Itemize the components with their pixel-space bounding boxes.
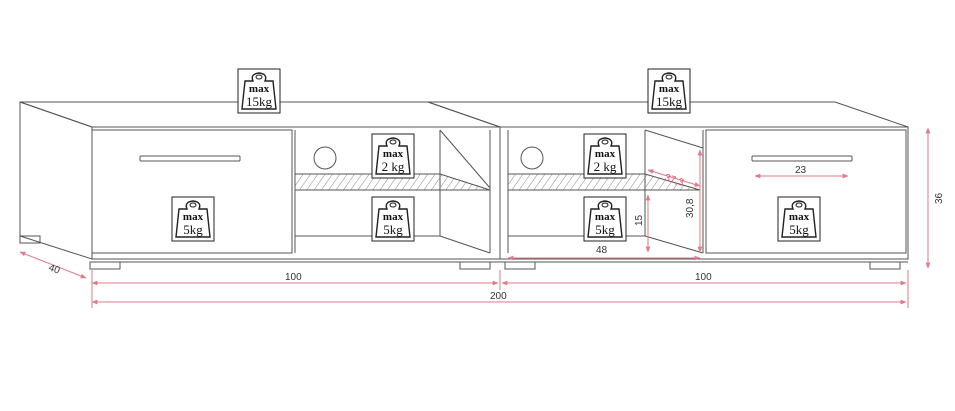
weight-icon <box>781 200 817 238</box>
foot-1 <box>89 261 121 270</box>
weight-icon-label-top: max <box>659 83 680 95</box>
weight-icon-handle-hole <box>601 202 609 208</box>
dim-left-width: 100 <box>285 272 302 283</box>
weight-icon-label-bottom: 15kg <box>656 94 683 109</box>
foot-4 <box>869 261 901 270</box>
dim-right-width: 100 <box>695 272 712 283</box>
dimension-labels: 40 100 100 200 36 23 37,3 30,8 15 48 <box>47 165 945 302</box>
right-drawer-handle <box>751 155 853 162</box>
cable-hole-left <box>313 146 337 170</box>
right-front-panel <box>499 126 909 260</box>
weight-icon-label-top: max <box>249 83 270 95</box>
left-drawer-front <box>91 129 293 254</box>
left-drawer-handle <box>139 155 241 162</box>
weight-icon-handle-hole <box>389 139 397 145</box>
cable-hole-right <box>520 146 544 170</box>
weight-icon <box>175 200 211 238</box>
foot-3 <box>504 261 536 270</box>
weight-icon-handle-hole <box>189 202 197 208</box>
weight-icon-label-bottom: 15kg <box>246 94 273 109</box>
weight-icon-label-top: max <box>595 148 616 160</box>
dim-niche-width: 48 <box>596 245 608 256</box>
weight-icon-label-top: max <box>595 211 616 223</box>
weight-icon-label-top: max <box>383 148 404 160</box>
weight-icon <box>587 200 623 238</box>
weight-icon-handle-hole <box>795 202 803 208</box>
weight-icon-handle-hole <box>665 74 673 80</box>
weight-icon-label-top: max <box>183 211 204 223</box>
left-side-panel <box>19 101 93 260</box>
weight-icon-label-bottom: 5kg <box>383 222 403 237</box>
foot-2 <box>459 261 491 270</box>
weight-icon-handle-hole <box>255 74 263 80</box>
dimension-lines <box>19 127 931 308</box>
left-front-panel <box>91 126 501 260</box>
weight-icon <box>375 137 411 175</box>
weight-icon-label-top: max <box>383 211 404 223</box>
dim-height: 36 <box>934 192 945 204</box>
dim-handle-width: 23 <box>795 165 807 176</box>
weight-icon-label-bottom: 5kg <box>789 222 809 237</box>
foot-5 <box>19 235 41 244</box>
weight-icon <box>587 137 623 175</box>
weight-icon <box>375 200 411 238</box>
weight-icon-label-bottom: 5kg <box>183 222 203 237</box>
dim-total-width: 200 <box>490 291 507 302</box>
dim-lower-height: 15 <box>634 214 645 226</box>
weight-icon-handle-hole <box>601 139 609 145</box>
dim-depth: 40 <box>47 262 62 276</box>
weight-icon-handle-hole <box>389 202 397 208</box>
right-drawer-front <box>705 129 907 254</box>
weight-icon <box>651 72 687 110</box>
weight-icon-label-bottom: 5kg <box>595 222 615 237</box>
weight-icon-label-bottom: 2 kg <box>594 159 617 174</box>
weight-icon-label-bottom: 2 kg <box>382 159 405 174</box>
dim-niche-height: 30,8 <box>685 198 696 218</box>
weight-icon-label-top: max <box>789 211 810 223</box>
weight-icon <box>241 72 277 110</box>
